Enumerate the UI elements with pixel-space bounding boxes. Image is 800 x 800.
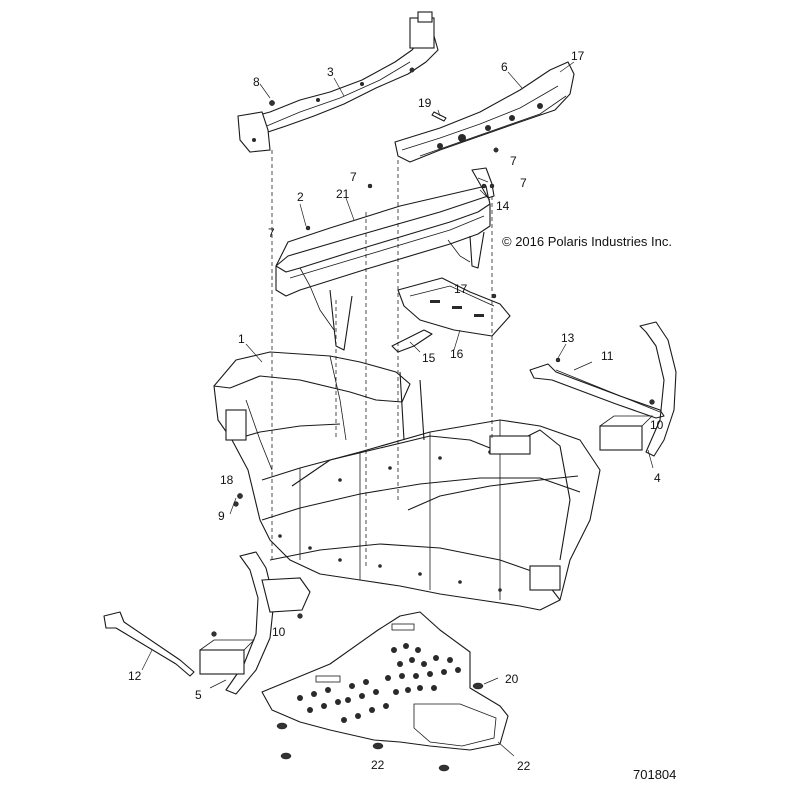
part-6-rear-panel [394, 61, 575, 163]
part-14-bracket [471, 167, 495, 199]
callout-4: 4 [654, 471, 661, 485]
callout-16: 16 [450, 347, 464, 361]
callout-22-right: 22 [517, 759, 531, 773]
callout-7-bracket: 7 [520, 176, 527, 190]
copyright-notice: © 2016 Polaris Industries Inc. [502, 234, 672, 249]
callout-1: 1 [238, 332, 245, 346]
part-19-bolt [431, 111, 447, 122]
alignment-lines [271, 150, 493, 566]
callout-18: 18 [220, 473, 234, 487]
callout-7-top: 7 [350, 170, 357, 184]
part-5-nerf-bracket [199, 551, 311, 695]
part-11-tube [529, 363, 665, 419]
callout-12: 12 [128, 669, 142, 683]
callout-9: 9 [218, 509, 225, 523]
part-3-crossbar [237, 11, 439, 153]
callout-20: 20 [505, 672, 519, 686]
callout-8: 8 [253, 75, 260, 89]
callout-7-left: 7 [268, 226, 275, 240]
callout-6: 6 [501, 60, 508, 74]
part-20-grommets [276, 682, 484, 772]
part-1-main-frame [213, 351, 601, 611]
callout-22-left: 22 [371, 758, 385, 772]
callout-2: 2 [297, 190, 304, 204]
callout-17-plate: 17 [454, 282, 468, 296]
part-16-floor-plate [397, 277, 511, 337]
callout-14: 14 [496, 199, 510, 213]
callout-15: 15 [422, 351, 436, 365]
part-15-angle-bracket [391, 329, 433, 353]
callout-13: 13 [561, 331, 575, 345]
leader-lines [141, 61, 654, 757]
callout-3: 3 [327, 65, 334, 79]
misc-fasteners [211, 183, 655, 637]
callout-10-right: 10 [650, 418, 664, 432]
callout-5: 5 [195, 688, 202, 702]
callout-19: 19 [418, 96, 432, 110]
callout-7-panel: 7 [510, 154, 517, 168]
part-2-cargo-frame [275, 185, 491, 351]
figure-number: 701804 [633, 767, 677, 782]
part-22-skid-plate [261, 611, 509, 751]
part-4-nerf-bracket [599, 321, 677, 457]
callout-11: 11 [601, 349, 614, 363]
callout-10-left: 10 [272, 625, 286, 639]
callout-17-top: 17 [571, 49, 585, 63]
part-12-tube [103, 611, 195, 677]
callout-21: 21 [336, 187, 350, 201]
